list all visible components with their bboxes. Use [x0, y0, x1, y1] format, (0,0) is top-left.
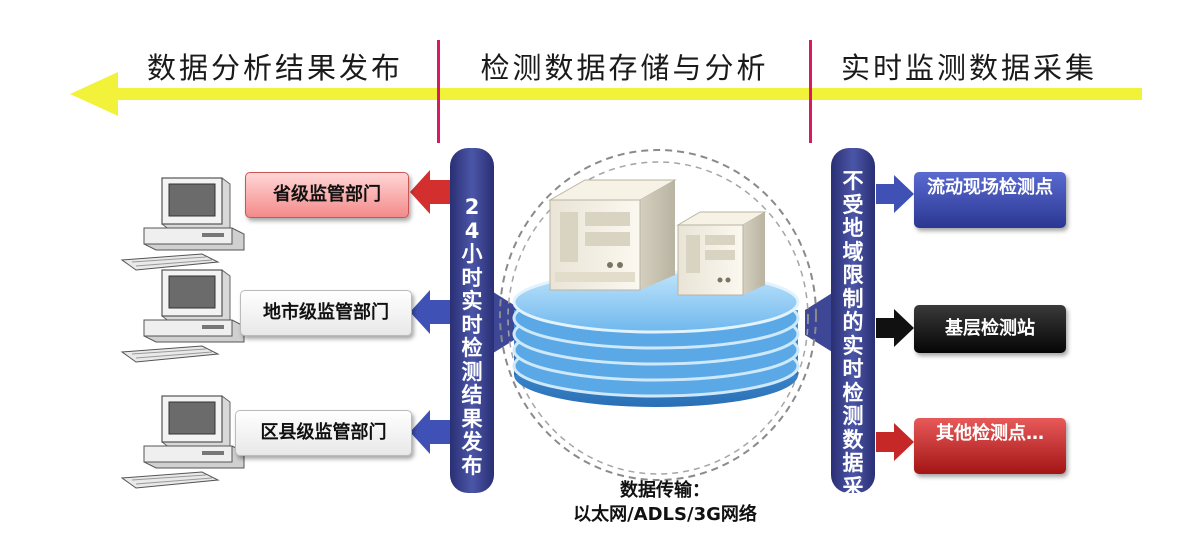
- server-icon-large: [548, 179, 677, 291]
- right-panel-text: 不受地域限制的实时检测数据采集: [842, 169, 864, 522]
- computer-icon-provincial: [121, 177, 245, 271]
- left-panel: 24小时实时检测结果发布: [450, 148, 494, 493]
- source-label-mobile: 流动现场检测点: [914, 172, 1066, 228]
- arrow-left-blue-2: [410, 410, 450, 454]
- dept-label-county: 区县级监管部门: [235, 410, 412, 456]
- right-arrows: [876, 175, 914, 461]
- dashed-ring-outer: [499, 149, 817, 481]
- arrow-right-red: [876, 423, 914, 461]
- computer-icon-county: [121, 395, 245, 489]
- phase-label-storage: 检测数据存储与分析: [480, 51, 769, 85]
- disk-stack-icon: [512, 270, 800, 407]
- dept-label-provincial: 省级监管部门: [245, 172, 409, 218]
- dashed-ring-inner: [507, 161, 809, 475]
- storage-illustration: [499, 149, 817, 481]
- server-icon-small: [676, 211, 767, 296]
- right-panel: 不受地域限制的实时检测数据采集: [831, 148, 875, 522]
- dept-label-municipal: 地市级监管部门: [240, 290, 412, 336]
- arrow-left-red: [410, 170, 450, 214]
- phase-label-publish: 数据分析结果发布: [146, 51, 403, 85]
- arrow-right-black: [876, 309, 914, 347]
- left-computers: [121, 170, 450, 489]
- computer-icon-municipal: [121, 269, 245, 363]
- source-label-other: 其他检测点…: [914, 418, 1066, 474]
- phase-divider-2: [809, 40, 812, 143]
- arrow-left-blue-1: [410, 290, 450, 334]
- timeline-arrow: [70, 72, 1142, 116]
- transmission-networks: 以太网/ADLS/3G网络: [573, 504, 757, 525]
- arrow-right-blue: [876, 175, 914, 213]
- transmission-title: 数据传输：: [620, 480, 710, 501]
- left-panel-text: 24小时实时检测结果发布: [461, 195, 483, 478]
- source-label-station: 基层检测站: [914, 305, 1066, 353]
- phase-divider-1: [437, 40, 440, 143]
- phase-label-collection: 实时监测数据采集: [840, 51, 1097, 85]
